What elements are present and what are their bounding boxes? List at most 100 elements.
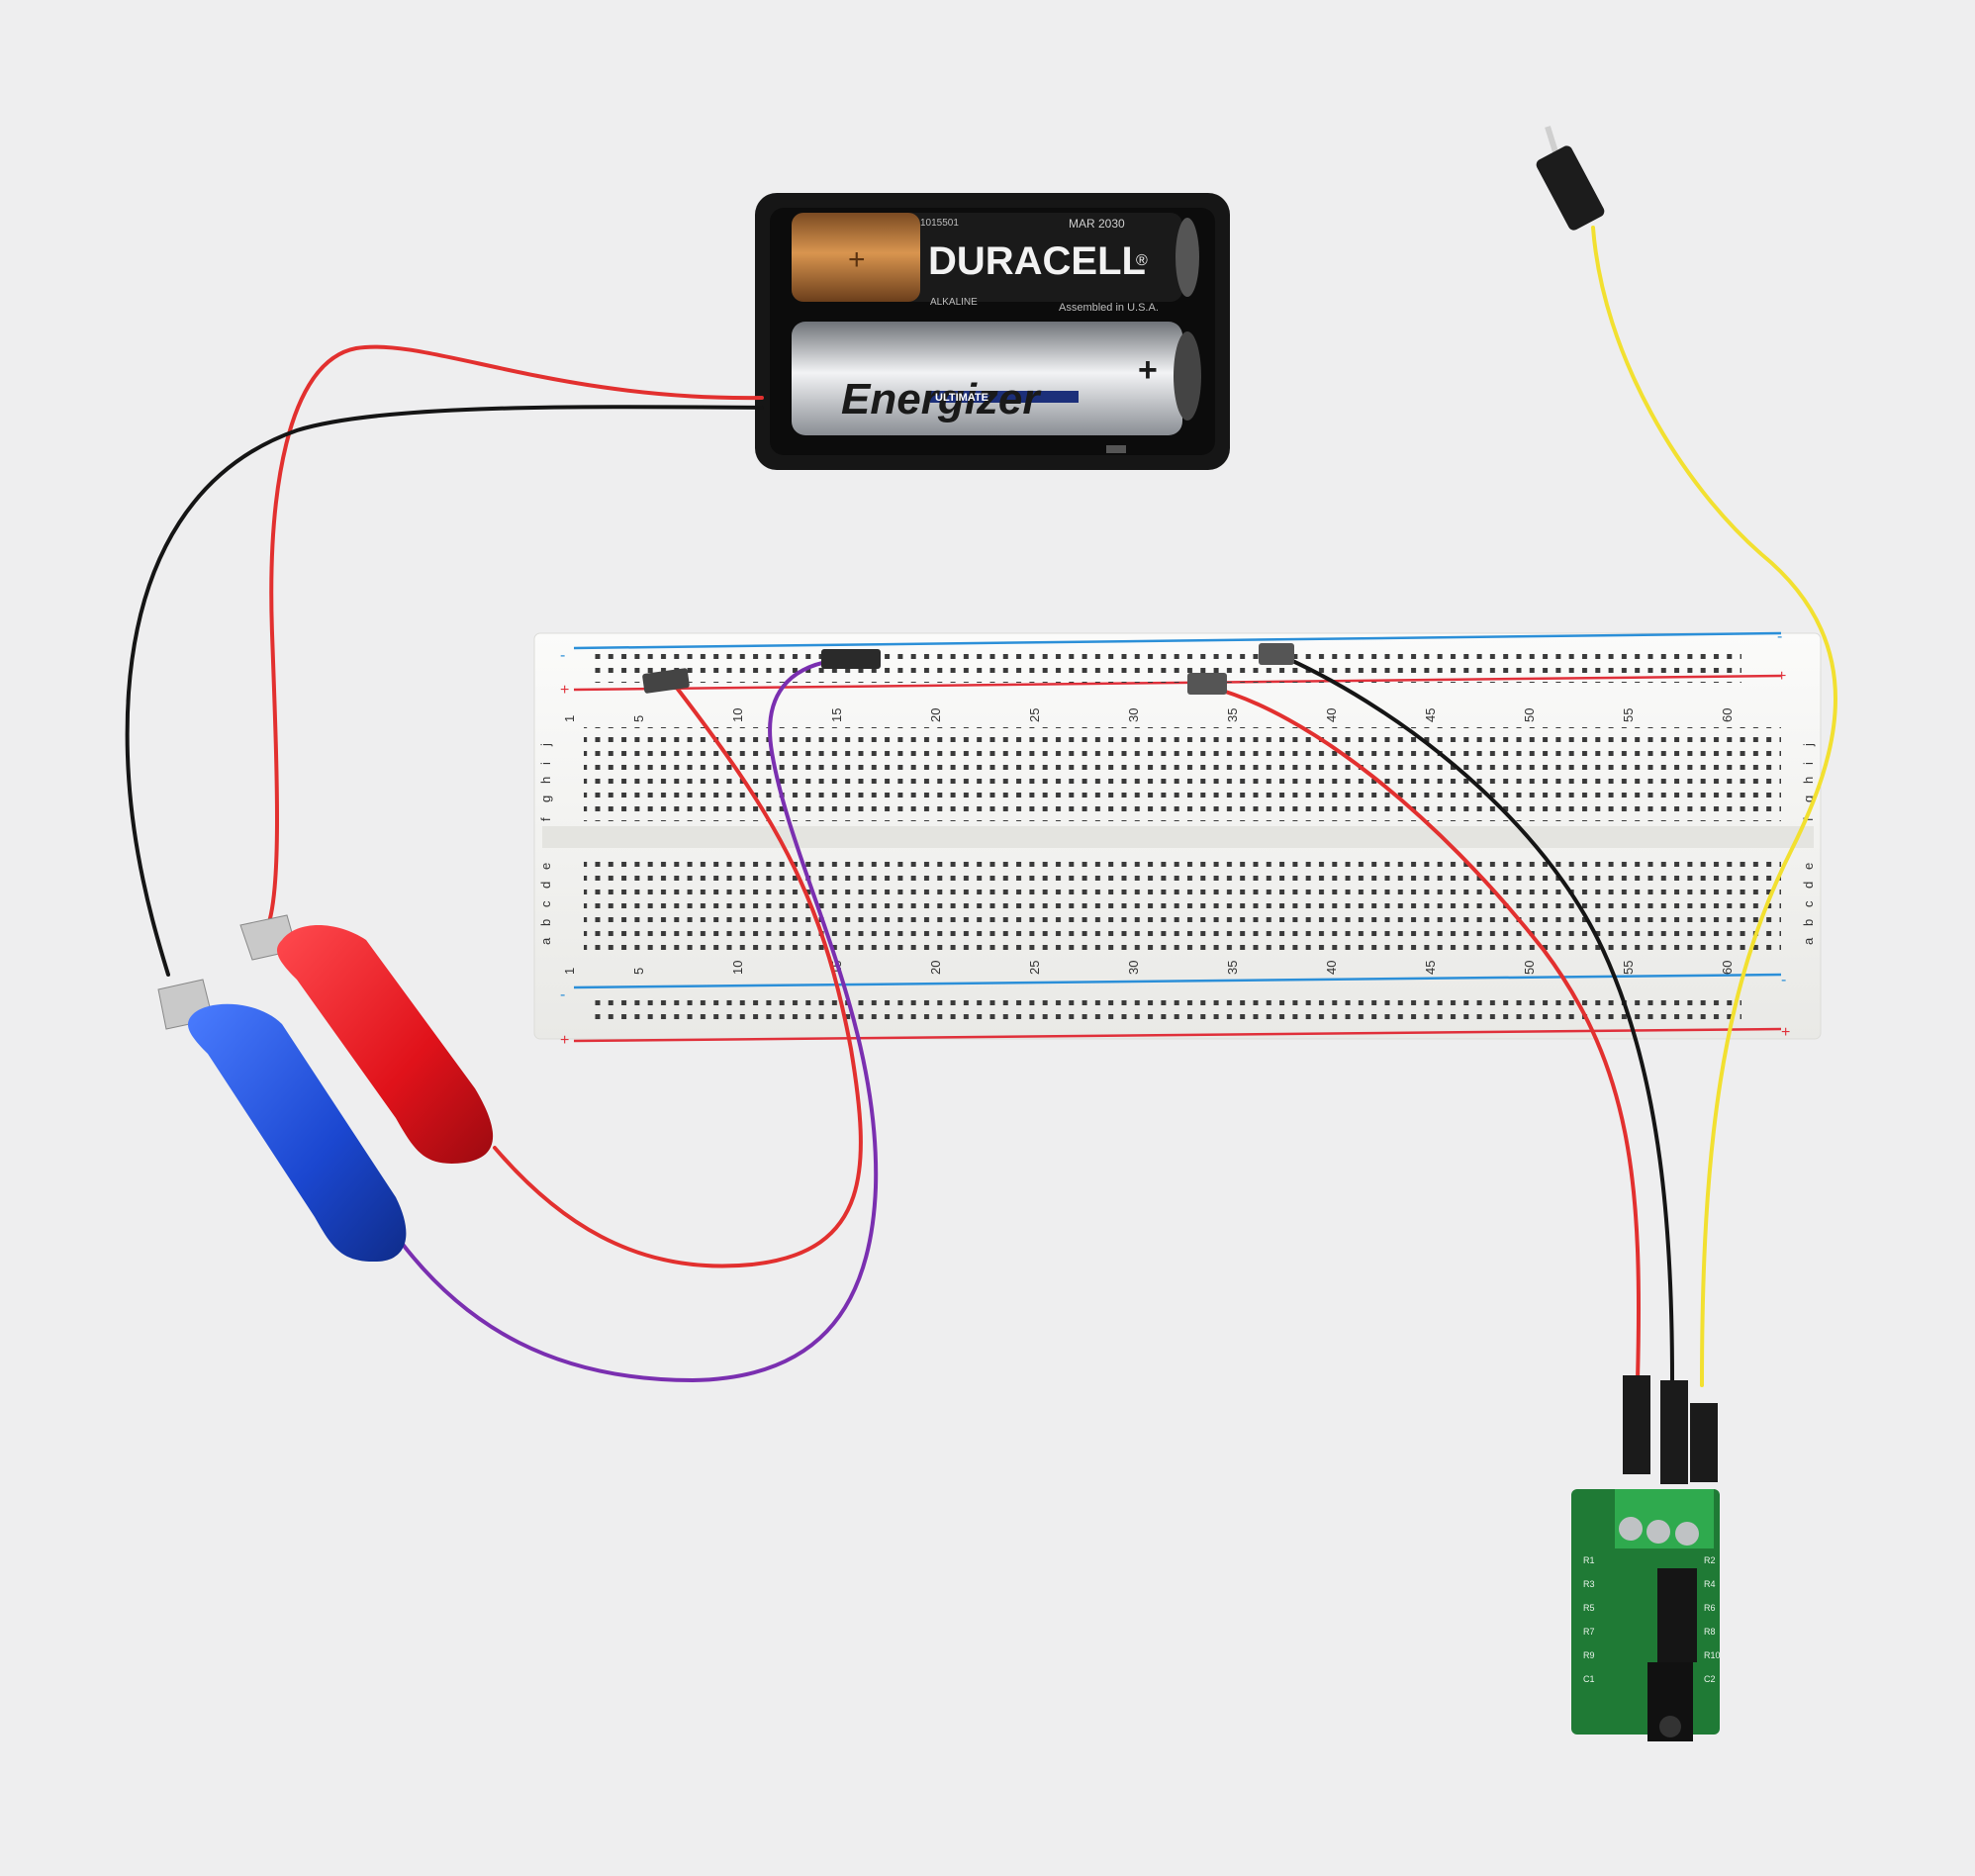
rail-top-blue (573, 631, 1782, 650)
pin-black-col40 (1259, 643, 1294, 665)
wire-module-red (1210, 686, 1642, 1382)
row-letter-left-e: e (538, 863, 553, 870)
energizer-line: ULTIMATE (935, 392, 988, 404)
column-number-top-25: 25 (1027, 708, 1042, 722)
yellow-jumper-loose-end (1536, 126, 1605, 231)
pin-purple-col13 (821, 649, 881, 669)
rail-top-plus-label: + (560, 682, 569, 699)
silkscreen-r10: R10 (1704, 1650, 1721, 1660)
wire-battery-black (125, 405, 764, 977)
column-number-top-15: 15 (829, 708, 844, 722)
rail-bottom-blue (573, 973, 1782, 989)
column-number-top-60: 60 (1720, 708, 1735, 722)
terminal-screw-1 (1619, 1517, 1643, 1541)
column-number-bottom-20: 20 (928, 961, 943, 975)
row-letter-right-f: f (1801, 817, 1816, 821)
row-letter-left-h: h (538, 777, 553, 784)
column-number-top-55: 55 (1621, 708, 1636, 722)
rail-top-plus-label-right: + (1777, 668, 1786, 685)
silkscreen-r9: R9 (1583, 1650, 1595, 1660)
battery-energizer: Energizer + ULTIMATE (792, 322, 1201, 435)
column-number-top-1: 1 (562, 715, 577, 722)
row-letter-left-a: a (538, 937, 553, 945)
silkscreen-r3: R3 (1583, 1579, 1595, 1589)
column-number-top-45: 45 (1423, 708, 1438, 722)
terminal-top-holes (584, 727, 1781, 821)
row-letter-left-g: g (538, 796, 553, 802)
rail-bottom-holes (594, 994, 1741, 1024)
center-channel (542, 826, 1814, 848)
battery-duracell: + DURACELL ® 1015501 MAR 2030 ALKALINE A… (792, 213, 1199, 314)
column-number-top-10: 10 (730, 708, 745, 722)
column-number-bottom-55: 55 (1621, 961, 1636, 975)
clip-red (239, 914, 494, 1164)
silkscreen-r4: R4 (1704, 1579, 1716, 1589)
row-letter-left-i: i (538, 762, 553, 765)
duracell-assembled: Assembled in U.S.A. (1059, 302, 1159, 314)
wires (125, 226, 1837, 1387)
row-letter-right-j: j (1801, 743, 1816, 747)
pin-red-col4 (642, 668, 690, 694)
column-number-top-5: 5 (631, 715, 646, 722)
column-number-top-40: 40 (1324, 708, 1339, 722)
silkscreen-r5: R5 (1583, 1603, 1595, 1613)
module-ic (1657, 1568, 1697, 1662)
row-letter-left-b: b (538, 919, 553, 926)
clip-blue-boot (188, 1003, 407, 1263)
column-number-top-30: 30 (1126, 708, 1141, 722)
row-letter-right-b: b (1801, 919, 1816, 926)
rail-bottom-minus-label-right: - (1781, 972, 1786, 988)
rail-bottom-red (573, 1027, 1782, 1043)
column-number-bottom-25: 25 (1027, 961, 1042, 975)
terminal-screw-3 (1675, 1522, 1699, 1546)
column-number-top-20: 20 (928, 708, 943, 722)
silkscreen-c2: C2 (1704, 1674, 1716, 1684)
rail-bottom-plus-label-right: + (1781, 1024, 1790, 1041)
row-letter-left-d: d (538, 882, 553, 889)
silkscreen-r8: R8 (1704, 1627, 1716, 1637)
column-number-bottom-1: 1 (562, 968, 577, 975)
column-number-bottom-5: 5 (631, 968, 646, 975)
rail-top-holes (594, 653, 1741, 683)
rail-top-minus-label-right: - (1777, 628, 1782, 645)
row-letter-right-h: h (1801, 777, 1816, 784)
column-number-bottom-35: 35 (1225, 961, 1240, 975)
silkscreen-r7: R7 (1583, 1627, 1595, 1637)
silkscreen-r1: R1 (1583, 1555, 1595, 1565)
terminal-bottom-holes (584, 856, 1781, 950)
battery-holder: + DURACELL ® 1015501 MAR 2030 ALKALINE A… (755, 193, 1230, 470)
row-letter-right-c: c (1801, 900, 1816, 907)
energizer-brand: Energizer (841, 375, 1042, 423)
silkscreen-r2: R2 (1704, 1555, 1716, 1565)
column-number-bottom-30: 30 (1126, 961, 1141, 975)
clip-red-boot (277, 925, 494, 1164)
row-letter-left-f: f (538, 817, 553, 821)
silkscreen-c1: C1 (1583, 1674, 1595, 1684)
wire-yellow (1591, 226, 1837, 1387)
clip-blue (157, 979, 407, 1263)
row-letter-right-i: i (1801, 762, 1816, 765)
silkscreen-r6: R6 (1704, 1603, 1716, 1613)
pin-red-col35 (1187, 673, 1227, 695)
row-letter-right-e: e (1801, 863, 1816, 870)
row-letter-right-d: d (1801, 882, 1816, 889)
wire-clip-red-jumper (493, 681, 863, 1268)
rail-bottom-plus-label: + (560, 1032, 569, 1049)
row-letter-left-j: j (538, 743, 553, 747)
column-number-bottom-45: 45 (1423, 961, 1438, 975)
column-number-bottom-40: 40 (1324, 961, 1339, 975)
wire-battery-red (265, 344, 764, 930)
row-letter-left-c: c (538, 900, 553, 907)
energizer-plus: + (1138, 351, 1158, 389)
wire-module-black (1284, 656, 1674, 1382)
header-red (1623, 1375, 1650, 1474)
column-number-bottom-10: 10 (730, 961, 745, 975)
column-number-bottom-50: 50 (1522, 961, 1537, 975)
header-yellow (1690, 1403, 1718, 1482)
